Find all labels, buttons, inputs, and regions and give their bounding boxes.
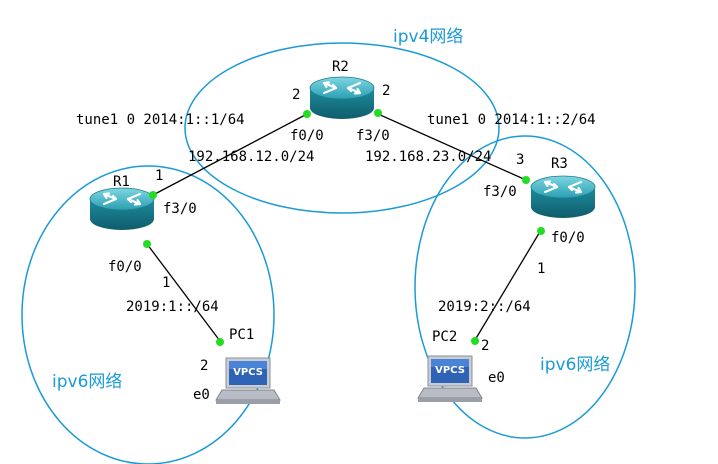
pc2-icon[interactable]: VPCS <box>417 355 483 403</box>
ipv4-zone-outline <box>184 42 500 214</box>
pc1-screen-label: VPCS <box>233 367 263 378</box>
r1-f3-0-port-dot <box>149 191 157 199</box>
r3-f0-0-port-dot <box>537 227 545 235</box>
tunnel-r3-label: tune1 0 2014:1::2/64 <box>427 112 596 128</box>
router-r2-label: R2 <box>332 59 349 75</box>
router-r1-icon[interactable] <box>88 186 156 232</box>
link-r2-r3 <box>377 113 527 181</box>
r2-f3-0-label: f3/0 <box>356 128 390 144</box>
r2-f0-0-label: f0/0 <box>290 128 324 144</box>
subnet-r1-r2-label: 192.168.12.0/24 <box>188 149 314 165</box>
link-r1-r2 <box>152 113 308 196</box>
pc1-port-num: 2 <box>200 358 208 374</box>
r1-f3-0-label: f3/0 <box>163 201 197 217</box>
pc2-screen-label: VPCS <box>435 365 465 376</box>
router-r1-label: R1 <box>113 174 130 190</box>
subnet-r1-pc1-label: 2019:1::/64 <box>126 299 219 315</box>
ipv6-left-zone-label: ipv6网络 <box>52 372 122 392</box>
pc1-e0-port-dot <box>216 338 224 346</box>
pc1-label: PC1 <box>229 327 254 343</box>
link-r3-pc2 <box>474 229 542 341</box>
r1-f0-0-label: f0/0 <box>108 259 142 275</box>
ipv4-zone-label: ipv4网络 <box>393 27 463 47</box>
pc1-e0-label: e0 <box>193 387 210 403</box>
r3-f0-0-label: f0/0 <box>551 230 585 246</box>
r3-f3-0-label: f3/0 <box>483 184 517 200</box>
pc2-e0-label: e0 <box>488 370 505 386</box>
ipv6-left-zone-outline <box>21 165 275 464</box>
r3-f3-0-port-dot <box>522 176 530 184</box>
subnet-r2-r3-label: 192.168.23.0/24 <box>365 149 491 165</box>
r1-pc1-port-num: 1 <box>162 275 170 291</box>
r1-port-num-top: 1 <box>155 168 163 184</box>
r3-pc2-port-num: 1 <box>537 261 545 277</box>
ipv6-right-zone-label: ipv6网络 <box>540 355 610 375</box>
r3-port-num-left: 3 <box>516 152 524 168</box>
r2-port-num-left: 2 <box>292 87 300 103</box>
link-r1-pc1 <box>146 243 221 342</box>
ipv6-right-zone-outline <box>414 135 636 439</box>
router-r3-label: R3 <box>551 156 568 172</box>
router-r2-icon[interactable] <box>308 75 376 121</box>
subnet-r3-pc2-label: 2019:2::/64 <box>438 299 531 315</box>
pc1-icon[interactable]: VPCS <box>215 357 281 405</box>
pc2-port-num: 2 <box>481 338 489 354</box>
pc2-e0-port-dot <box>471 337 479 345</box>
r2-port-num-right: 2 <box>382 83 390 99</box>
r2-f3-0-port-dot <box>374 109 382 117</box>
r2-f0-0-port-dot <box>303 110 311 118</box>
tunnel-r1-label: tune1 0 2014:1::1/64 <box>76 112 245 128</box>
r1-f0-0-port-dot <box>143 240 151 248</box>
router-r3-icon[interactable] <box>529 174 597 220</box>
pc2-label: PC2 <box>432 329 457 345</box>
